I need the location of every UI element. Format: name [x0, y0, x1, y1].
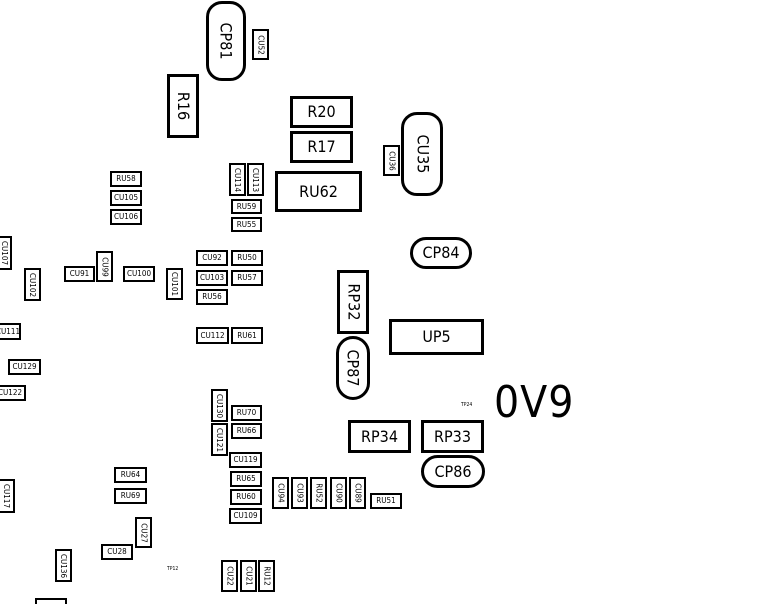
component-cu106[interactable]: CU106 — [110, 209, 142, 225]
component-cu52[interactable]: CU52 — [252, 29, 269, 60]
component-cu21[interactable]: CU21 — [240, 560, 257, 592]
test-point-tp12: TP12 — [167, 566, 179, 572]
component-cu105[interactable]: CU105 — [110, 190, 142, 206]
component-cu35[interactable]: CU35 — [401, 112, 443, 196]
component-rp34[interactable]: RP34 — [348, 420, 411, 453]
component-cu129[interactable]: CU129 — [8, 359, 41, 375]
component-ru51[interactable]: RU51 — [370, 493, 402, 509]
component-cu113[interactable]: CU113 — [247, 163, 264, 196]
component-cu94[interactable]: CU94 — [272, 477, 289, 509]
component-cu109[interactable]: CU109 — [229, 508, 262, 524]
component-ru50[interactable]: RU50 — [231, 250, 263, 266]
component-cu130[interactable]: CU130 — [211, 389, 228, 422]
component-cu28[interactable]: CU28 — [101, 544, 133, 560]
component-r16[interactable]: R16 — [167, 74, 199, 138]
component-rp33[interactable]: RP33 — [421, 420, 484, 453]
component-cu114[interactable]: CU114 — [229, 163, 246, 196]
board-label: 0V9 — [494, 377, 575, 428]
component-cu90[interactable]: CU90 — [330, 477, 347, 509]
component-cu36[interactable]: CU36 — [383, 145, 400, 176]
component-ru56[interactable]: RU56 — [196, 289, 228, 305]
component-ru61[interactable]: RU61 — [231, 327, 263, 344]
component-cu101[interactable]: CU101 — [166, 268, 183, 300]
component-ru62[interactable]: RU62 — [275, 171, 362, 212]
component-ru65[interactable]: RU65 — [230, 471, 262, 487]
component-cp86[interactable]: CP86 — [421, 455, 485, 488]
component-up5[interactable]: UP5 — [389, 319, 484, 355]
component-ru64[interactable]: RU64 — [114, 467, 147, 483]
component-ru55[interactable]: RU55 — [231, 217, 262, 232]
component-cu93[interactable]: CU93 — [291, 477, 308, 509]
component-ru57[interactable]: RU57 — [231, 270, 263, 286]
component-cu27[interactable]: CU27 — [135, 517, 152, 548]
component-r20[interactable]: R20 — [290, 96, 353, 128]
component-ru69[interactable]: RU69 — [114, 488, 147, 504]
component-cu89[interactable]: CU89 — [349, 477, 366, 509]
component-ru70[interactable]: RU70 — [231, 405, 262, 421]
component-cu117[interactable]: CU117 — [0, 479, 15, 513]
component-cu112[interactable]: CU112 — [196, 327, 229, 344]
component-rp32[interactable]: RP32 — [337, 270, 369, 334]
component-cu91[interactable]: CU91 — [64, 266, 95, 282]
component-cp81[interactable]: CP81 — [206, 1, 246, 81]
component-cu102[interactable]: CU102 — [24, 268, 41, 301]
component-cu122[interactable]: CU122 — [0, 385, 26, 401]
component-cu99[interactable]: CU99 — [96, 251, 113, 282]
component-r17[interactable]: R17 — [290, 131, 353, 163]
component-ru58[interactable]: RU58 — [110, 171, 142, 187]
component-partial-bottom[interactable] — [35, 598, 67, 604]
component-cu111[interactable]: CU111 — [0, 323, 21, 340]
component-cu100[interactable]: CU100 — [123, 266, 155, 282]
component-ru12[interactable]: RU12 — [258, 560, 275, 592]
component-ru52[interactable]: RU52 — [310, 477, 327, 509]
component-cp84[interactable]: CP84 — [410, 237, 472, 269]
component-ru66[interactable]: RU66 — [231, 423, 262, 439]
component-cu103[interactable]: CU103 — [196, 270, 228, 286]
component-cu107[interactable]: CU107 — [0, 236, 12, 270]
component-cp87[interactable]: CP87 — [336, 336, 370, 400]
component-cu121[interactable]: CU121 — [211, 423, 228, 456]
component-ru60[interactable]: RU60 — [230, 489, 262, 505]
component-ru59[interactable]: RU59 — [231, 199, 262, 214]
component-cu22[interactable]: CU22 — [221, 560, 238, 592]
component-cu92[interactable]: CU92 — [196, 250, 228, 266]
test-point-tp24: TP24 — [461, 402, 473, 408]
component-cu136[interactable]: CU136 — [55, 549, 72, 582]
component-cu119[interactable]: CU119 — [229, 452, 262, 468]
